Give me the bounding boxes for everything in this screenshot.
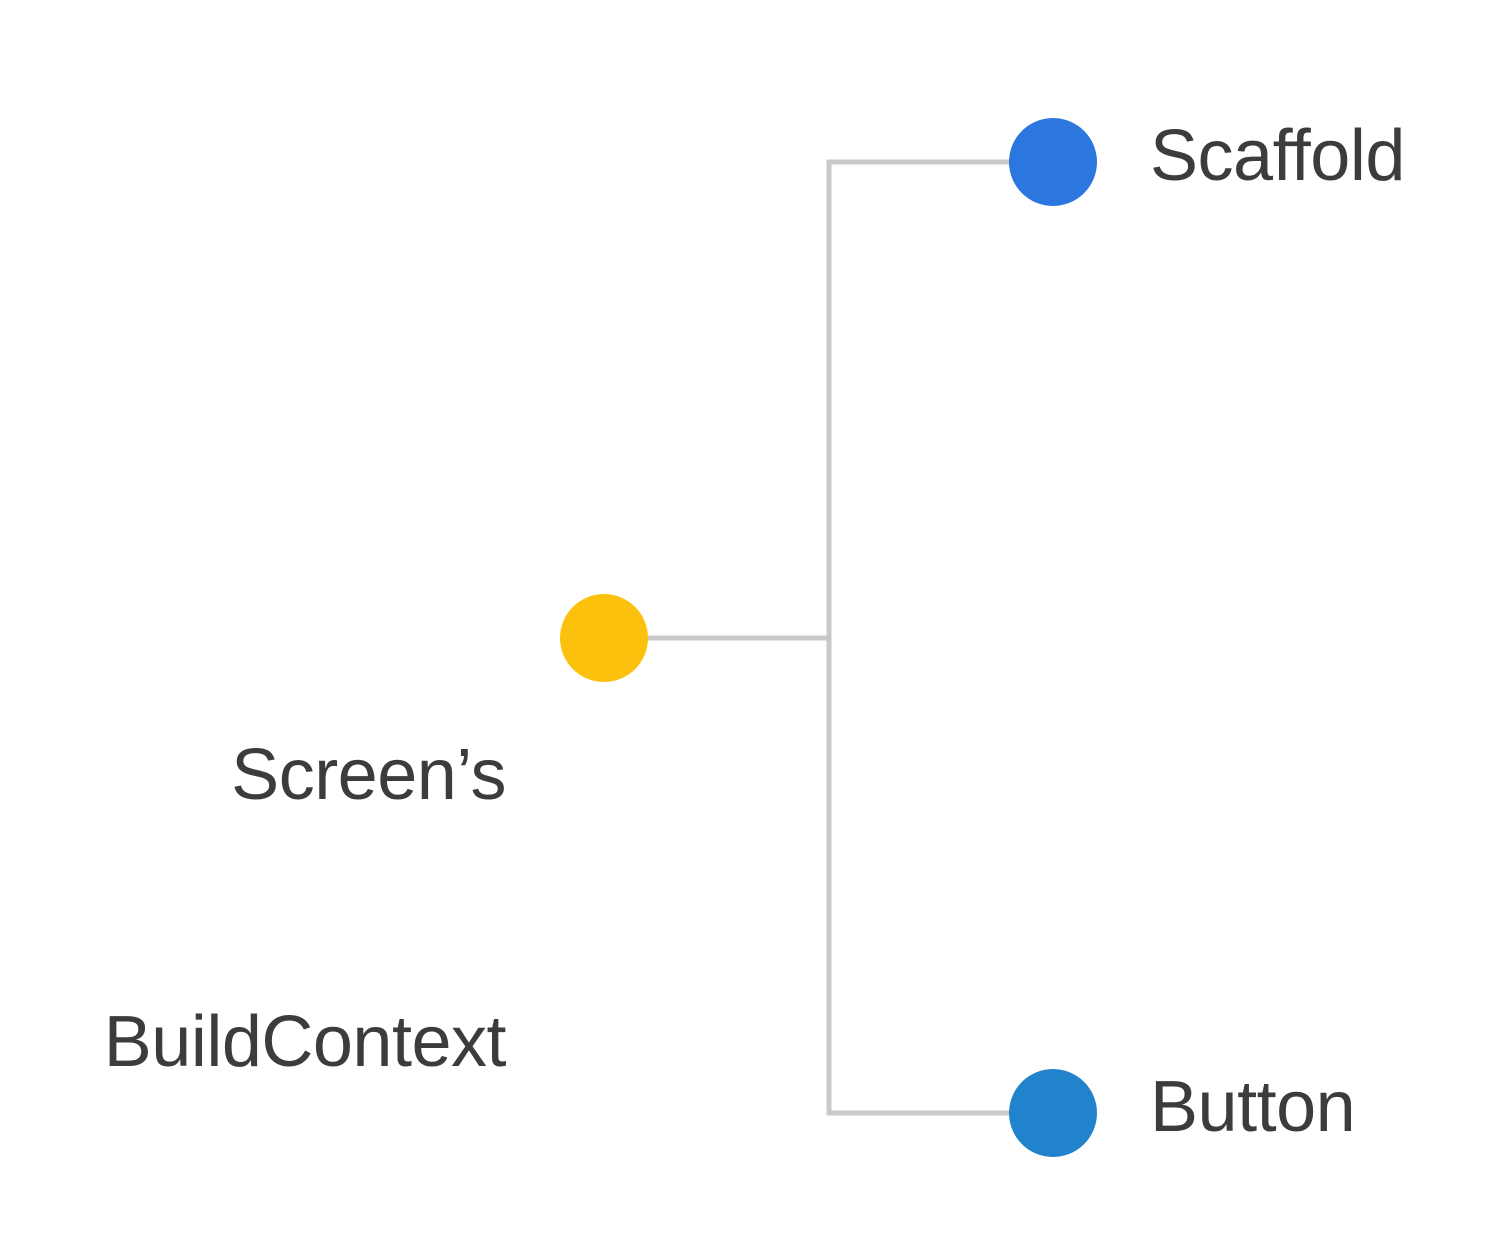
node-scaffold[interactable]	[1009, 118, 1097, 206]
node-screens-buildcontext[interactable]	[560, 594, 648, 682]
node-label-scaffold: Scaffold	[1150, 116, 1405, 196]
node-label-screens-buildcontext: Screen’s BuildContext	[0, 552, 507, 1256]
node-group	[560, 118, 1097, 1157]
edge-group	[648, 159, 1012, 1116]
node-label-button: Button	[1150, 1067, 1356, 1147]
root-label-line-1: Screen’s	[231, 734, 506, 815]
node-button[interactable]	[1009, 1069, 1097, 1157]
root-label-line-2: BuildContext	[103, 1002, 507, 1083]
